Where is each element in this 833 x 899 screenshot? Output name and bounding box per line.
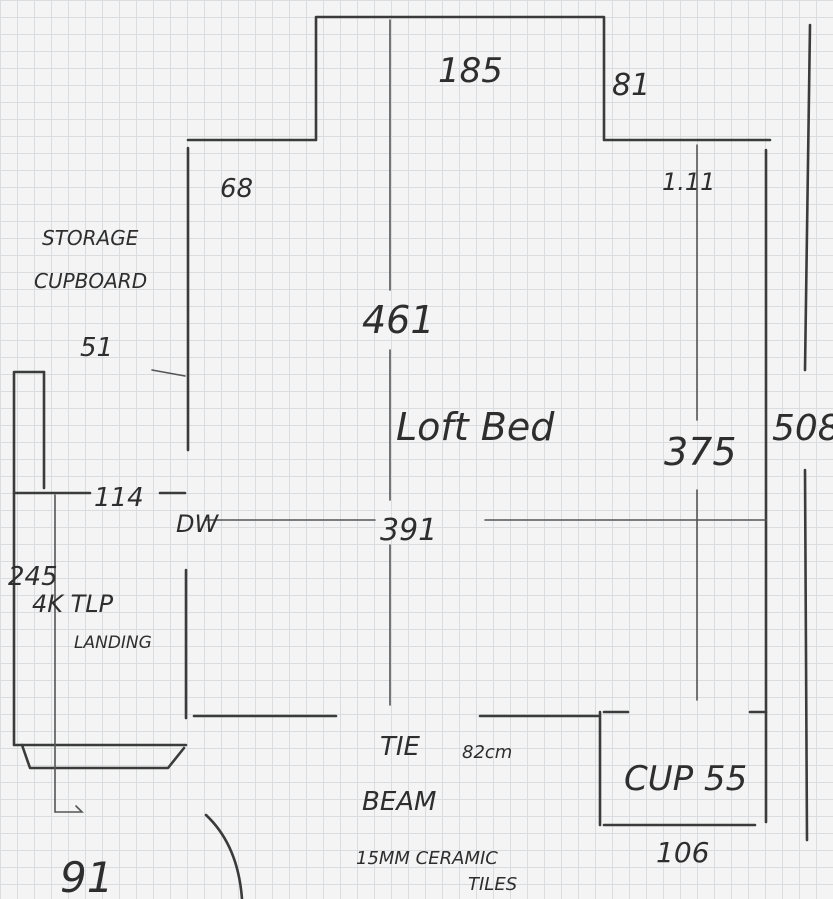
landing-width-label: 114	[94, 483, 144, 513]
landing-depth-label: 245	[8, 562, 58, 592]
tiles-label-line2: TILES	[468, 874, 517, 895]
top-depth-label: 81	[612, 68, 650, 103]
cupboard-width-label: 106	[656, 836, 709, 869]
landing-label-line2: LANDING	[74, 633, 152, 653]
walls	[184, 15, 772, 827]
storage-label-line2: CUPBOARD	[34, 269, 147, 293]
tie-label: TIE	[380, 732, 421, 762]
beam-label: BEAM	[362, 787, 436, 817]
room-name-label: Loft Bed	[396, 405, 555, 449]
landing-label-line1: 4K TLP	[32, 590, 114, 618]
tiles-label-line1: 15MM CERAMIC	[356, 848, 498, 869]
cupboard-label: CUP 55	[624, 759, 747, 799]
right-wall-label: 1.11	[662, 168, 715, 196]
tie-size-label: 82cm	[462, 742, 512, 763]
storage-label-line1: STORAGE	[42, 226, 139, 250]
door-label: DW	[176, 510, 219, 538]
dimension-lines	[204, 19, 812, 842]
top-width-label: 185	[438, 51, 503, 91]
total-height-label: 508	[772, 408, 833, 449]
stair-width-label: 91	[60, 853, 113, 899]
right-height-label: 375	[664, 430, 737, 474]
room-depth-label: 461	[362, 298, 435, 342]
room-width-label: 391	[380, 513, 437, 548]
left-wall-label: 68	[220, 174, 253, 204]
stair-landing-outline	[12, 369, 244, 899]
storage-height-label: 51	[80, 333, 113, 363]
